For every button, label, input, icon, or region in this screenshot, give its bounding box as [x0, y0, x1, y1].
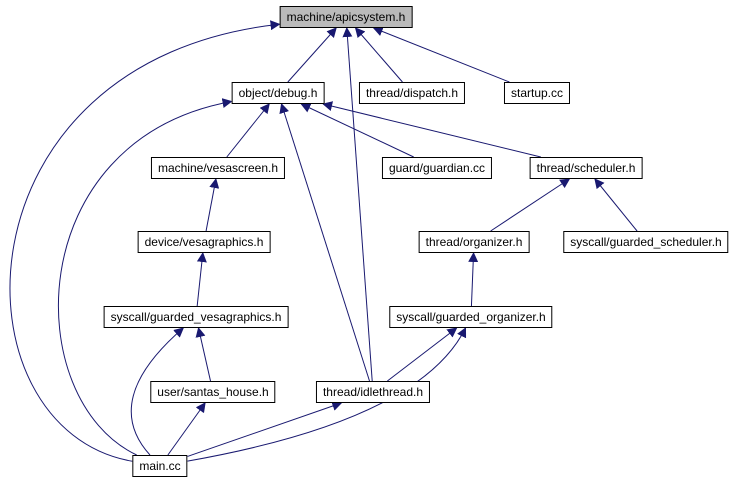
graph-node-main[interactable]: main.cc [132, 455, 188, 477]
graph-node-guardian[interactable]: guard/guardian.cc [381, 157, 493, 179]
graph-node-startup[interactable]: startup.cc [503, 82, 571, 104]
edge-debug-to-apicsystem [287, 27, 337, 83]
edge-idlethread-to-guarded_organizer [387, 327, 458, 382]
edge-guarded_scheduler-to-scheduler [594, 178, 638, 232]
graph-node-guarded_scheduler[interactable]: syscall/guarded_scheduler.h [563, 231, 729, 253]
graph-node-apicsystem[interactable]: machine/apicsystem.h [279, 6, 413, 28]
graph-node-scheduler[interactable]: thread/scheduler.h [529, 157, 643, 179]
edge-guardian-to-debug [300, 103, 414, 158]
graph-node-debug[interactable]: object/debug.h [231, 82, 325, 104]
edge-idlethread-to-debug [279, 103, 370, 382]
graph-node-idlethread[interactable]: thread/idlethread.h [315, 381, 431, 403]
edge-main-to-debug [58, 98, 233, 456]
graph-node-guarded_vesagraphics[interactable]: syscall/guarded_vesagraphics.h [103, 306, 289, 328]
edge-scheduler-to-debug [322, 101, 541, 158]
edge-main-to-idlethread [187, 401, 343, 457]
edge-santas_house-to-guarded_vesagraphics [195, 327, 211, 382]
graph-node-dispatch[interactable]: thread/dispatch.h [358, 82, 466, 104]
graph-node-organizer[interactable]: thread/organizer.h [418, 231, 530, 253]
edge-guarded_vesagraphics-to-vesagraphics [196, 252, 207, 307]
edge-startup-to-apicsystem [372, 26, 510, 83]
graph-node-santas_house[interactable]: user/santas_house.h [150, 381, 276, 403]
edge-dispatch-to-apicsystem [354, 27, 403, 83]
graph-node-vesagraphics[interactable]: device/vesagraphics.h [137, 231, 271, 253]
edge-main-to-santas_house [167, 402, 206, 456]
edge-main-to-apicsystem [9, 20, 281, 462]
graph-node-vesascreen[interactable]: machine/vesascreen.h [150, 157, 286, 179]
graph-node-guarded_organizer[interactable]: syscall/guarded_organizer.h [389, 306, 553, 328]
edge-vesagraphics-to-vesascreen [205, 178, 220, 232]
edge-main-to-guarded_vesagraphics [130, 327, 185, 456]
edge-main-to-guarded_organizer [187, 327, 467, 462]
edge-guarded_organizer-to-organizer [468, 252, 479, 307]
edge-idlethread-to-apicsystem [342, 27, 373, 382]
edge-vesascreen-to-debug [226, 103, 270, 158]
edge-organizer-to-scheduler [490, 178, 571, 232]
